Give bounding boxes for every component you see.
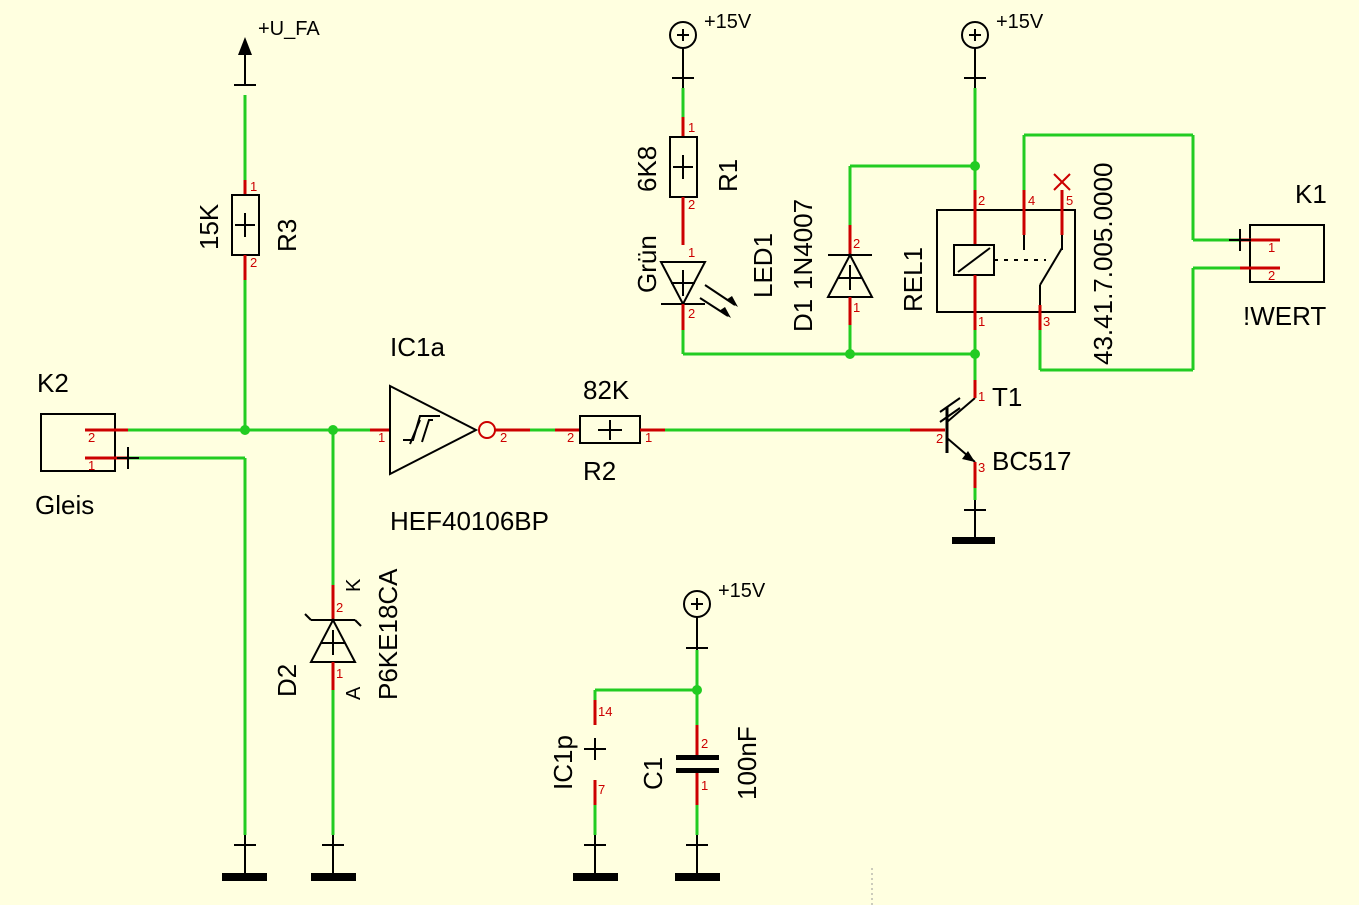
t1-ref: T1 (992, 382, 1022, 412)
resistor-r3: 1 2 15K R3 (194, 179, 302, 280)
svg-text:2: 2 (567, 430, 574, 445)
svg-text:1: 1 (853, 300, 860, 315)
svg-text:2: 2 (500, 430, 507, 445)
k2-value: Gleis (35, 490, 94, 520)
r3-ref: R3 (272, 219, 302, 252)
svg-text:2: 2 (936, 431, 943, 446)
t1-value: BC517 (992, 446, 1072, 476)
u-fa-supply: +U_FA (234, 18, 320, 86)
r2-ref: R2 (583, 456, 616, 486)
svg-text:1: 1 (688, 245, 695, 260)
junction-dot (970, 161, 980, 171)
svg-text:2: 2 (688, 197, 695, 212)
resistor-r2: 2 1 82K R2 (555, 375, 665, 486)
svg-text:+15V: +15V (704, 11, 752, 33)
inverter-bubble (478, 421, 496, 439)
ground-symbols (222, 500, 995, 881)
d2-ref: D2 (272, 664, 302, 697)
emitter-arrow-icon (962, 451, 975, 462)
ground-icon (675, 835, 720, 881)
vcc-symbol: +15V (669, 11, 752, 88)
svg-text:1: 1 (645, 430, 652, 445)
svg-text:2: 2 (336, 600, 343, 615)
k2-ref: K2 (37, 368, 69, 398)
svg-text:2: 2 (853, 236, 860, 251)
light-arrow-icon (726, 296, 738, 307)
svg-text:+15V: +15V (718, 580, 766, 602)
capacitor-c1: 2 1 C1 100nF (638, 725, 762, 805)
svg-text:14: 14 (598, 704, 612, 719)
junction-dot (845, 349, 855, 359)
c1-ref: C1 (638, 757, 668, 790)
ground-icon (311, 835, 356, 881)
r1-ref: R1 (713, 159, 743, 192)
ground-icon (573, 835, 618, 881)
r2-value: 82K (583, 375, 630, 405)
resistor-r1: 1 2 6K8 R1 (632, 117, 743, 245)
k1-ref: K1 (1295, 179, 1327, 209)
junction-dot (240, 425, 250, 435)
svg-text:1: 1 (1268, 240, 1275, 255)
r3-value: 15K (194, 203, 224, 250)
k1-value: !WERT (1243, 301, 1326, 331)
vcc-symbol: +15V (683, 580, 766, 650)
diode-d1: 2 1 1N4007 D1 (788, 199, 874, 332)
transistor-t1: 2 1 3 T1 BC517 (910, 380, 1072, 488)
ground-icon (952, 500, 995, 544)
junctions (240, 161, 980, 695)
ic-power-ic1p: 14 7 IC1p (548, 700, 612, 805)
svg-text:2: 2 (250, 255, 257, 270)
d1-ref: D1 (788, 299, 818, 332)
svg-text:1: 1 (978, 389, 985, 404)
ic1p-ref: IC1p (548, 735, 578, 790)
rel-value: 43.41.7.005.0000 (1088, 163, 1118, 365)
ic1a-value: HEF40106BP (390, 506, 549, 536)
junction-dot (970, 349, 980, 359)
svg-text:1: 1 (688, 120, 695, 135)
d2-value: P6KE18CA (373, 568, 403, 700)
svg-text:2: 2 (88, 430, 95, 445)
led-led1: 1 2 Grün LED1 (632, 233, 778, 330)
svg-text:1: 1 (88, 458, 95, 473)
svg-text:A: A (343, 686, 365, 700)
led-ref: LED1 (748, 233, 778, 298)
junction-dot (328, 425, 338, 435)
c1-value: 100nF (732, 726, 762, 800)
rel-ref: REL1 (898, 247, 928, 312)
svg-text:1: 1 (978, 314, 985, 329)
svg-text:3: 3 (1043, 314, 1050, 329)
svg-text:1: 1 (336, 666, 343, 681)
led-value: Grün (632, 235, 662, 293)
light-arrow-icon (719, 307, 731, 318)
ground-icon (222, 835, 267, 881)
svg-text:4: 4 (1028, 193, 1035, 208)
diode-d2: 2 1 K A D2 P6KE18CA (272, 568, 403, 700)
relay-rel1: 2 1 4 5 3 REL1 43.41.7.005.0000 (898, 163, 1118, 365)
arrow-up-icon (238, 37, 252, 55)
svg-text:5: 5 (1066, 193, 1073, 208)
svg-text:3: 3 (978, 460, 985, 475)
svg-text:1: 1 (378, 430, 385, 445)
svg-text:2: 2 (688, 306, 695, 321)
d1-value: 1N4007 (788, 199, 818, 290)
svg-text:2: 2 (1268, 268, 1275, 283)
svg-text:2: 2 (701, 736, 708, 751)
u-fa-label: +U_FA (258, 18, 320, 40)
svg-text:2: 2 (978, 193, 985, 208)
svg-text:7: 7 (598, 782, 605, 797)
hysteresis-icon (403, 415, 440, 445)
ic1a-ref: IC1a (390, 332, 445, 362)
r1-value: 6K8 (632, 146, 662, 192)
wires (128, 88, 1240, 835)
connector-k1: 1 2 K1 !WERT (1229, 179, 1327, 331)
vcc-symbol: +15V (961, 11, 1044, 88)
connector-k2: 2 1 K2 Gleis (35, 368, 139, 520)
svg-text:K: K (343, 578, 365, 592)
svg-text:+15V: +15V (996, 11, 1044, 33)
junction-dot (692, 685, 702, 695)
schmitt-inverter-ic1a: 1 2 IC1a HEF40106BP (370, 332, 549, 536)
svg-text:1: 1 (250, 179, 257, 194)
svg-text:1: 1 (701, 778, 708, 793)
